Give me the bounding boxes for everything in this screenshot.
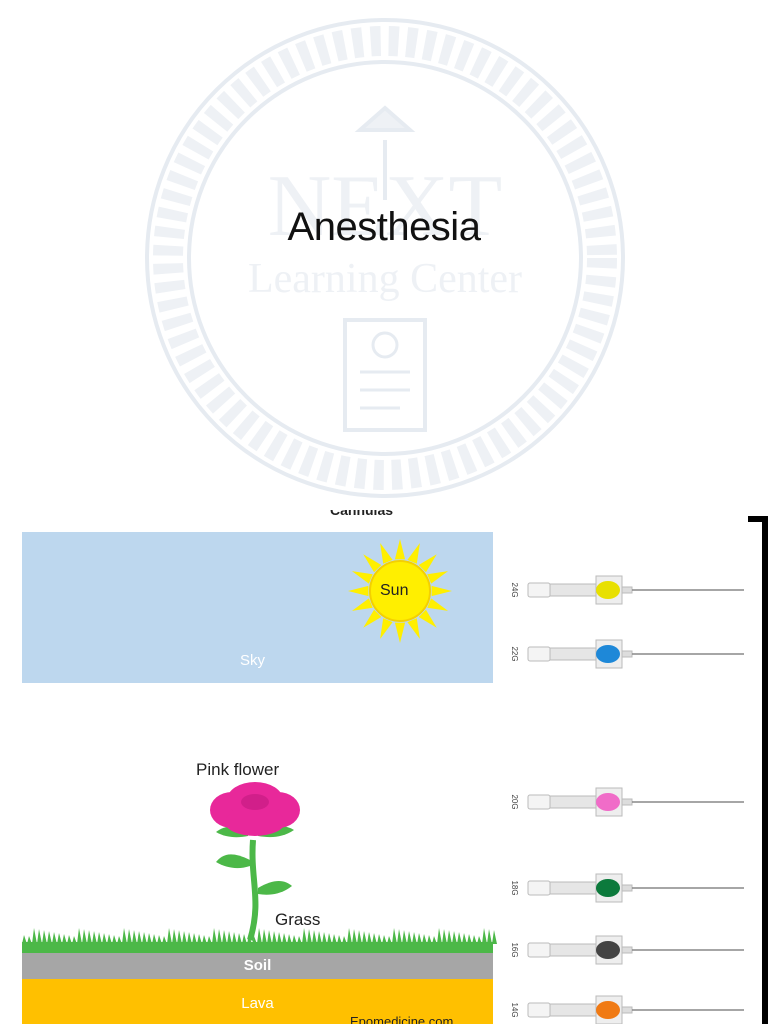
grass-strip — [22, 928, 497, 953]
cannula-18g — [527, 873, 744, 903]
sun-icon — [348, 539, 452, 643]
cannula-gauge-label: 20G — [510, 794, 519, 809]
sun-label: Sun — [380, 582, 409, 599]
source-credit: Epomedicine.com — [350, 1014, 454, 1024]
cannula-22g — [527, 639, 744, 669]
soil-label: Soil — [243, 957, 272, 974]
cannula-gauge-label: 14G — [510, 1002, 519, 1017]
cannula-gauge-label: 24G — [510, 582, 519, 597]
grass-label: Grass — [275, 910, 321, 929]
watermark-text-learning-center: Learning Center — [248, 256, 522, 302]
watermark-text-next: NEXT — [268, 158, 503, 255]
iv-cannula-slide: Cannulas Sky Sun Pink flower Grass — [0, 510, 768, 1024]
pink-flower-label: Pink flower — [196, 760, 280, 779]
sky-label: Sky — [240, 652, 266, 669]
lava-label: Lava — [241, 995, 274, 1012]
cannula-14g — [527, 995, 744, 1024]
next-learning-center-watermark: NEXT Learning Center — [145, 18, 625, 498]
cannula-16g — [527, 935, 744, 965]
cannula-24g — [527, 575, 744, 605]
lava-layer: Lava — [22, 979, 493, 1024]
cannula-gauge-label: 22G — [510, 646, 519, 661]
cannula-20g — [527, 787, 744, 817]
cannula-gauge-label: 16G — [510, 942, 519, 957]
cannula-gauge-label: 18G — [510, 880, 519, 895]
cut-caption: Cannulas — [330, 510, 394, 518]
iv-cannula-photo: 24G 22G 20G 18G 16G 14G — [510, 575, 744, 1024]
bracket-side — [762, 516, 768, 1024]
illustration — [22, 539, 497, 953]
bracket-top — [748, 516, 768, 522]
soil-layer: Soil — [22, 953, 493, 979]
flower-icon — [210, 782, 300, 941]
slide-title: Anesthesia — [287, 205, 481, 249]
title-slide: NEXT Learning Center Anesthesia — [0, 0, 768, 510]
